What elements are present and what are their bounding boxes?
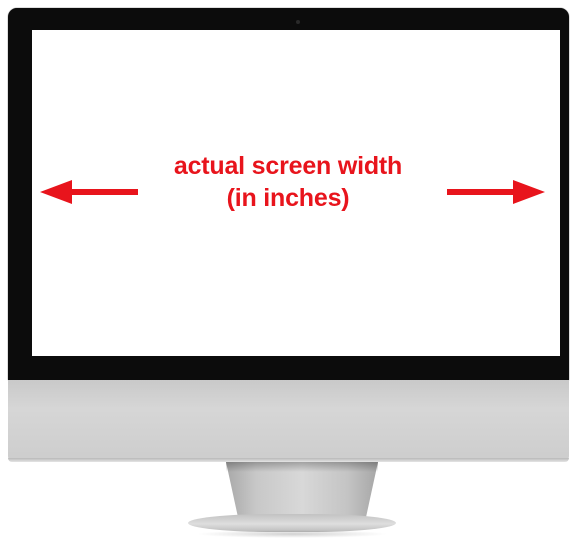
stand-shadow — [226, 462, 378, 472]
screen-width-caption: actual screen width (in inches) — [130, 150, 446, 214]
arrow-left-icon — [40, 180, 138, 204]
caption-line-1: actual screen width — [130, 150, 446, 182]
monitor-chin — [8, 380, 569, 462]
arrow-right-icon — [447, 180, 545, 204]
base-shadow — [196, 530, 388, 538]
caption-line-2: (in inches) — [130, 182, 446, 214]
camera-icon — [296, 20, 300, 24]
